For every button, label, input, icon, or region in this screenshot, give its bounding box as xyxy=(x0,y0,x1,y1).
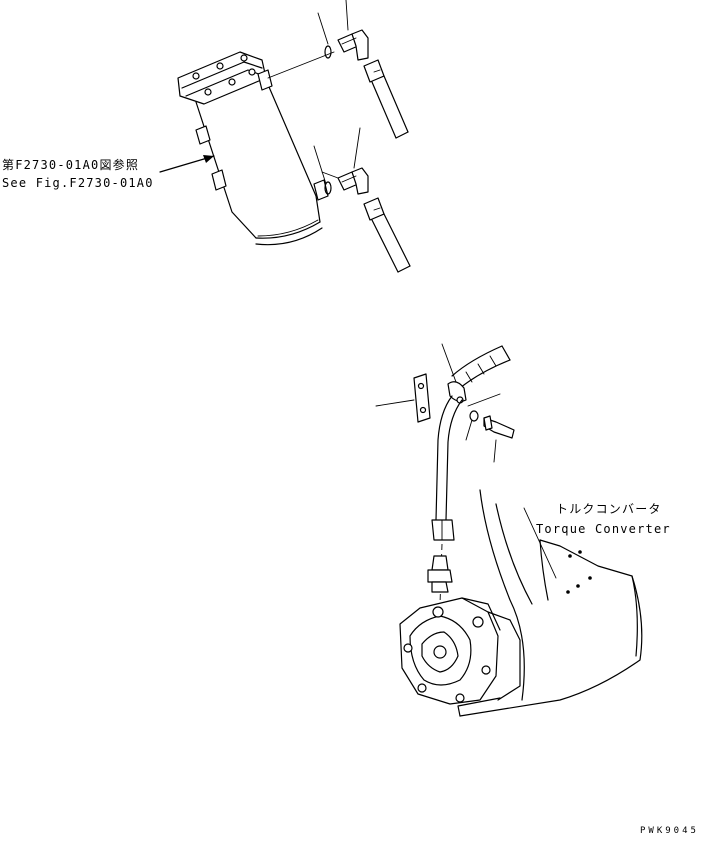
hose-upper xyxy=(363,59,409,139)
leader-line xyxy=(375,399,415,407)
leader-line xyxy=(523,507,557,579)
drawing-code: PWK9045 xyxy=(640,826,699,836)
elbow-fitting-lower xyxy=(337,167,369,195)
pump-body xyxy=(399,597,521,705)
leader-line xyxy=(317,12,329,45)
bolt xyxy=(483,415,515,439)
see-fig-label-en: See Fig.F2730-01A0 xyxy=(2,176,154,190)
leader-line xyxy=(321,171,339,179)
leader-line xyxy=(441,343,457,383)
leader-line xyxy=(345,0,349,31)
elbow-fitting-upper xyxy=(337,29,369,61)
leader-line xyxy=(465,419,473,441)
torque-converter-label-en: Torque Converter xyxy=(536,522,671,536)
leader-line xyxy=(353,127,361,169)
see-fig-arrow xyxy=(159,155,215,173)
filter-canister xyxy=(177,51,329,246)
leader-line xyxy=(313,145,327,185)
washer xyxy=(469,410,479,422)
o-ring-upper xyxy=(324,45,332,59)
pipe-nut xyxy=(431,519,455,541)
leader-line xyxy=(493,439,497,463)
torque-converter-housing xyxy=(457,489,643,717)
hose-stub xyxy=(451,345,511,389)
see-fig-label-jp: 第F2730-01A0図参照 xyxy=(2,158,140,172)
leader-line xyxy=(467,393,501,407)
hose-lower xyxy=(363,197,411,273)
steel-pipe xyxy=(435,395,463,521)
torque-converter-label-jp: トルクコンバータ xyxy=(556,502,662,516)
o-ring-lower xyxy=(324,181,332,195)
adapter-fitting xyxy=(427,555,453,593)
mounting-bracket xyxy=(413,373,431,423)
leader-line xyxy=(267,51,335,79)
